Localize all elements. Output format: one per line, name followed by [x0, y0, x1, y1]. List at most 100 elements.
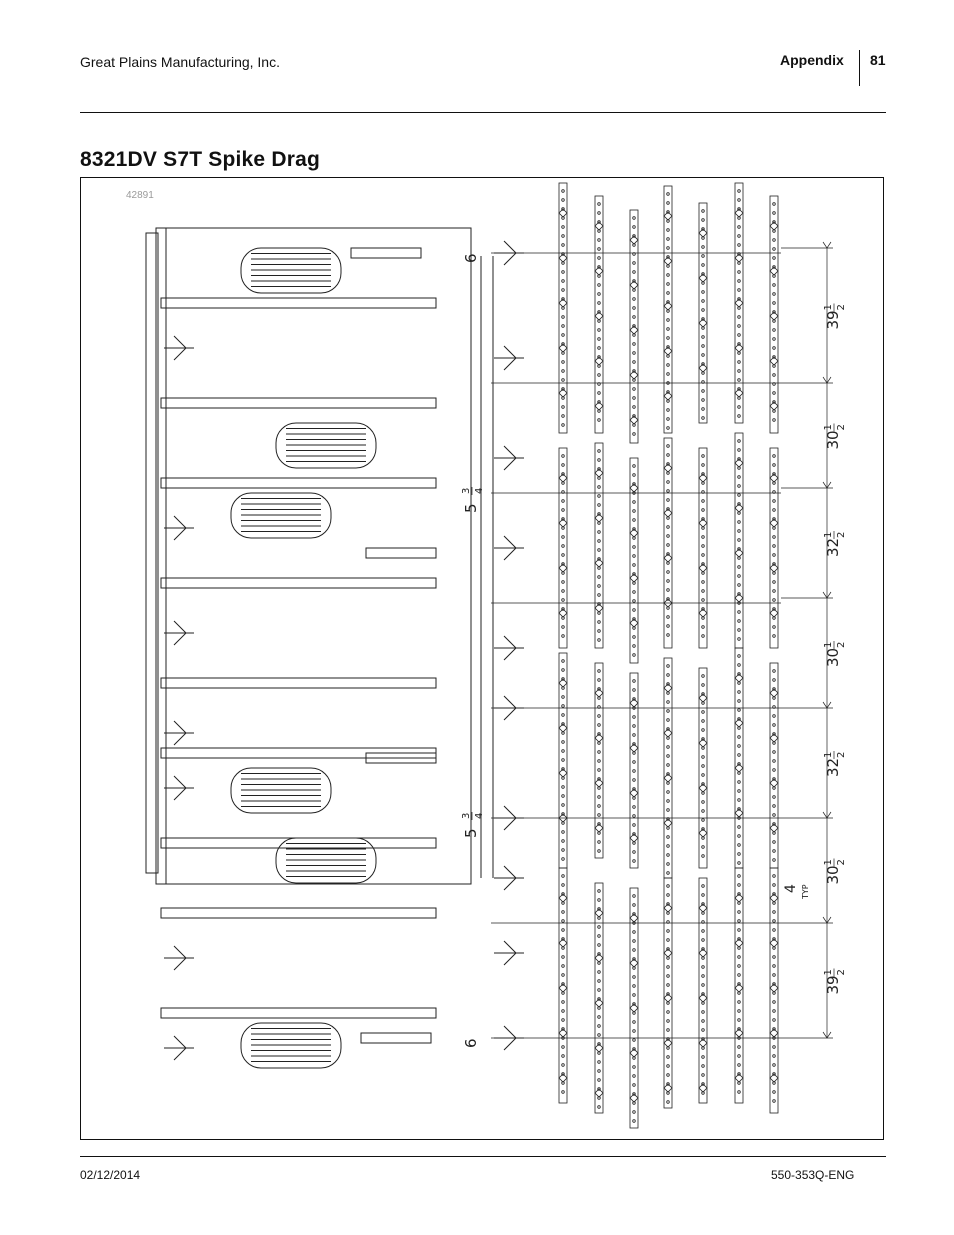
dimension-lines	[781, 241, 833, 1039]
spike-hole	[561, 387, 565, 391]
spike-hole	[561, 928, 565, 932]
spike-hole	[666, 552, 670, 556]
dimension-arrow	[822, 591, 832, 599]
spike-bar-body	[594, 662, 604, 859]
spike-hole	[561, 830, 565, 834]
spike-hole	[632, 414, 636, 418]
spike-hole	[772, 892, 776, 896]
spike-hole	[737, 270, 741, 274]
tine	[494, 635, 524, 661]
spike-hole	[772, 1054, 776, 1058]
spike-hole	[632, 315, 636, 319]
spike-hole	[597, 979, 601, 983]
label-numerator: 1	[823, 969, 834, 975]
spike-hole	[737, 735, 741, 739]
spike-bar	[594, 442, 604, 649]
spike-hole	[632, 787, 636, 791]
company-name: Great Plains Manufacturing, Inc.	[80, 54, 280, 70]
spike-hole	[561, 589, 565, 593]
spike-hole	[772, 795, 776, 799]
label-numerator: 1	[823, 532, 834, 538]
spike-tooth	[629, 415, 639, 425]
spike-hole	[772, 562, 776, 566]
spike-tooth	[594, 908, 604, 918]
spike-hole	[737, 405, 741, 409]
spike-tooth	[663, 301, 673, 311]
spike-hole	[737, 663, 741, 667]
spike-hole	[666, 983, 670, 987]
spike-hole	[561, 580, 565, 584]
spike-hole	[666, 947, 670, 951]
spike-hole	[632, 724, 636, 728]
spike-hole	[561, 722, 565, 726]
spike-tooth	[558, 768, 568, 778]
spike-hole	[737, 1009, 741, 1013]
spike-hole	[772, 553, 776, 557]
spike-bars	[491, 182, 781, 1129]
spike-hole	[632, 482, 636, 486]
spike-hole	[701, 508, 705, 512]
spike-hole	[561, 414, 565, 418]
spike-hole	[701, 1010, 705, 1014]
spike-hole	[561, 360, 565, 364]
spike-hole	[561, 758, 565, 762]
spike-tooth	[663, 773, 673, 783]
spike-hole	[561, 1054, 565, 1058]
spike-tooth	[734, 503, 744, 513]
spike-hole	[597, 467, 601, 471]
spike-hole	[632, 733, 636, 737]
spike-hole	[632, 234, 636, 238]
spike-hole	[561, 1090, 565, 1094]
spike-tooth	[734, 548, 744, 558]
spike-hole	[737, 955, 741, 959]
spike-hole	[561, 803, 565, 807]
spike-hole	[666, 480, 670, 484]
spike-hole	[561, 535, 565, 539]
spike-hole	[772, 1018, 776, 1022]
spike-hole	[666, 893, 670, 897]
spike-hole	[737, 1018, 741, 1022]
cross-member	[160, 577, 437, 589]
spike-hole	[597, 328, 601, 332]
spike-hole	[772, 840, 776, 844]
spike-hole	[597, 678, 601, 682]
spike-hole	[666, 808, 670, 812]
spike-tooth	[769, 1028, 779, 1038]
spike-tooth	[734, 343, 744, 353]
spike-hole	[666, 763, 670, 767]
label-numerator: 1	[823, 642, 834, 648]
spike-bar	[698, 202, 708, 424]
spike-hole	[597, 952, 601, 956]
spike-tooth	[663, 1038, 673, 1048]
label-numerator: 1	[823, 859, 834, 865]
spike-hole	[737, 583, 741, 587]
spike-hole	[701, 947, 705, 951]
cross-member	[160, 477, 437, 489]
spike-hole	[772, 910, 776, 914]
spike-hole	[737, 610, 741, 614]
spike-hole	[632, 360, 636, 364]
spike-tooth	[663, 728, 673, 738]
spike-hole	[701, 854, 705, 858]
spike-hole	[632, 778, 636, 782]
tire	[275, 837, 377, 884]
spike-hole	[666, 624, 670, 628]
spike-hole	[561, 198, 565, 202]
spike-hole	[666, 588, 670, 592]
spike-hole	[632, 1083, 636, 1087]
spike-hole	[632, 545, 636, 549]
spike-hole	[597, 759, 601, 763]
spike-hole	[666, 570, 670, 574]
spike-hole	[737, 789, 741, 793]
spike-hole	[561, 553, 565, 557]
spike-hole	[666, 336, 670, 340]
spike-hole	[597, 1015, 601, 1019]
spike-tooth	[663, 508, 673, 518]
spike-hole	[737, 225, 741, 229]
spike-hole	[561, 189, 565, 193]
spike-hole	[597, 530, 601, 534]
spike-hole	[632, 653, 636, 657]
spike-hole	[597, 202, 601, 206]
spike-hole	[772, 202, 776, 206]
